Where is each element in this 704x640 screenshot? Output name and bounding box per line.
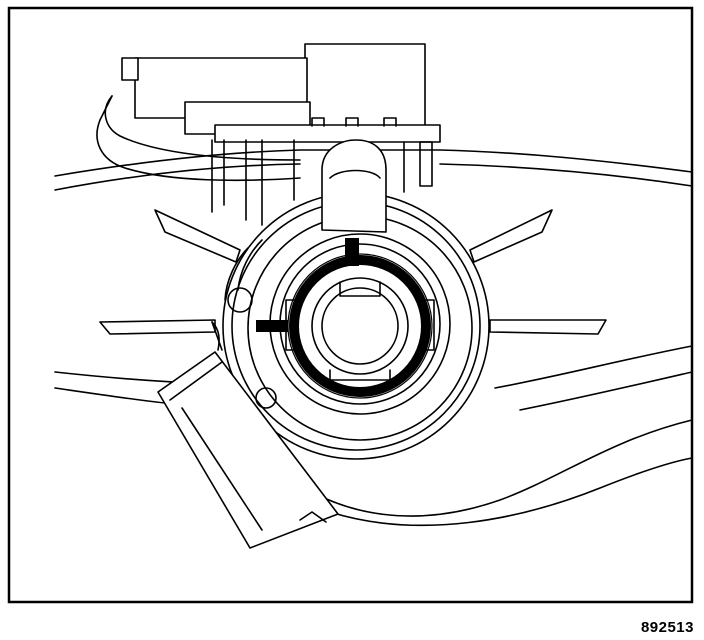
clockspring-inner-rotor: [269, 233, 451, 415]
wheel-spoke-right: [489, 319, 607, 335]
frame-border: [7, 6, 694, 604]
clockspring-ribbon-connector: [157, 321, 339, 549]
wheel-spoke-left: [99, 319, 216, 335]
figure-number: 892513: [640, 619, 694, 636]
wheel-spoke-upper-right: [469, 209, 553, 263]
centering-tab: [321, 139, 387, 233]
alignment-marking: [256, 238, 359, 332]
wheel-spoke-upper-left: [154, 209, 241, 263]
wiring-harness-connector: [96, 43, 441, 226]
